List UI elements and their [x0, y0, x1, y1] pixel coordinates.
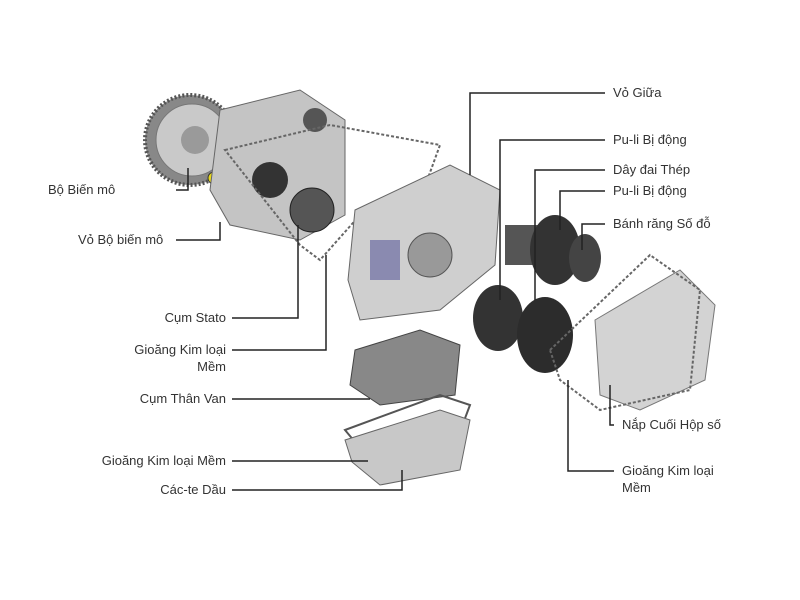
label-gasket-upper-line2: Mềm: [197, 359, 226, 374]
label-gasket-upper: Gioăng Kim loại Mềm: [100, 341, 226, 375]
stator-part: [289, 187, 335, 233]
label-stator-assembly: Cụm Stato: [164, 310, 226, 325]
label-torque-converter: Bộ Biến mô: [48, 182, 116, 197]
label-parking-gear: Bánh răng Số đỗ: [613, 216, 711, 231]
label-gasket-right: Gioăng Kim loại Mềm: [622, 462, 714, 496]
label-gasket-upper-line1: Gioăng Kim loại: [134, 342, 226, 357]
label-valve-body: Cụm Thân Van: [139, 391, 226, 406]
label-gasket-lower: Gioăng Kim loại Mềm: [101, 453, 226, 468]
label-driven-pulley-1: Pu-li Bị động: [613, 132, 687, 147]
end-cover-part: [594, 269, 716, 411]
label-middle-case: Vỏ Giữa: [613, 85, 662, 100]
label-end-cover: Nắp Cuối Hộp số: [622, 417, 721, 432]
label-oil-pan: Các-te Dầu: [160, 482, 226, 497]
label-driven-pulley-2: Pu-li Bị động: [613, 183, 687, 198]
label-steel-belt: Dây đai Thép: [613, 162, 691, 177]
leader-lines: [176, 92, 614, 491]
label-gasket-right-line2: Mềm: [622, 480, 651, 495]
oil-pan-part: [344, 409, 471, 486]
label-converter-housing: Vỏ Bộ biến mô: [78, 232, 164, 247]
label-gasket-right-line1: Gioăng Kim loại: [622, 463, 714, 478]
valve-body-part: [349, 329, 461, 406]
